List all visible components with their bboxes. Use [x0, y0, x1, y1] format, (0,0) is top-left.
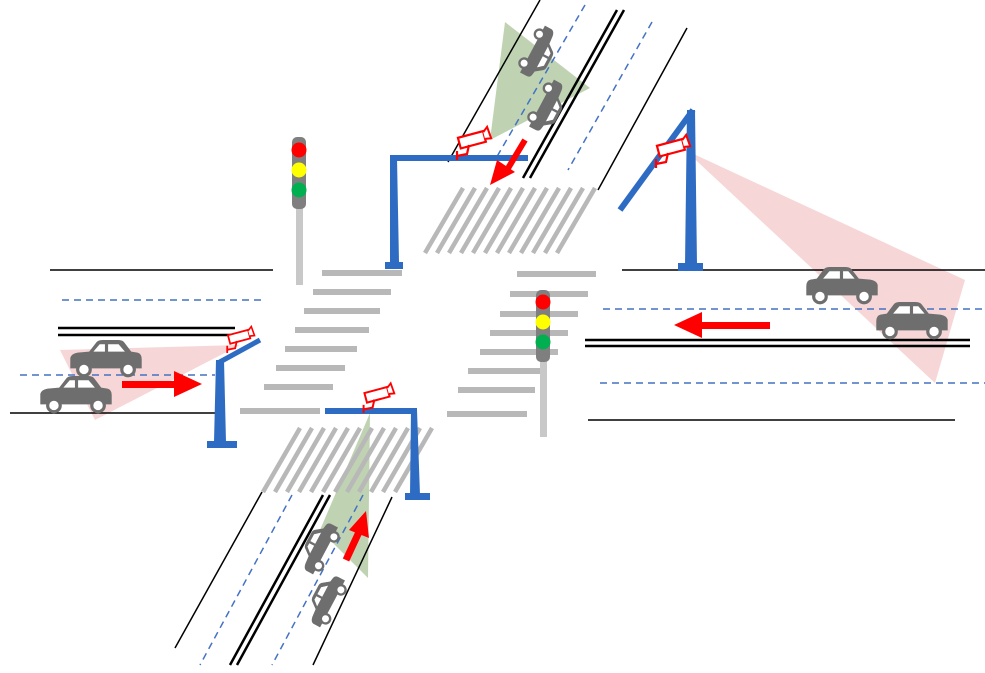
direction-arrow-north-icon: [490, 138, 528, 185]
fov-north: [490, 22, 590, 140]
direction-arrow-east-icon: [674, 312, 770, 338]
road-north: [447, 0, 688, 191]
crosswalk-west: [240, 270, 402, 414]
car-south-2-icon: [300, 569, 351, 632]
crosswalk-north: [423, 186, 597, 255]
fov-east: [685, 150, 965, 383]
traffic-light-right: [535, 290, 551, 437]
crosswalk-east: [447, 271, 596, 417]
camera-pole-west: [207, 337, 262, 448]
camera-pole-north: [385, 155, 528, 269]
direction-arrow-west-icon: [122, 371, 202, 397]
camera-pole-east: [617, 108, 703, 271]
camera-pole-south: [325, 408, 430, 500]
traffic-light-left: [291, 137, 307, 285]
camera-north-icon: [455, 125, 493, 162]
crosswalk-south: [261, 426, 434, 494]
direction-arrow-south-icon: [342, 511, 369, 562]
road-south: [174, 491, 393, 666]
